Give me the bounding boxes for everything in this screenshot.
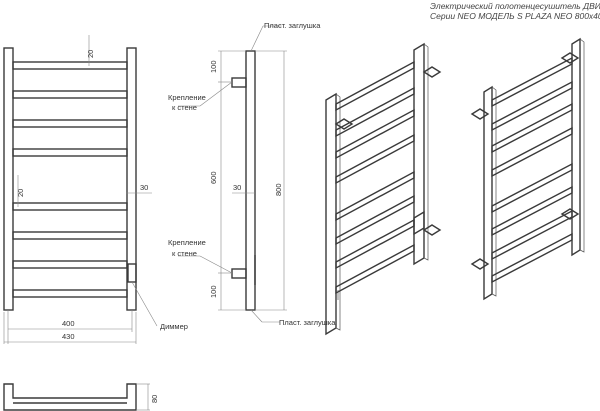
top-view: 80 xyxy=(3,383,159,411)
title-line-2: Серии NEO МОДЕЛЬ S PLAZA NEO 800х400 xyxy=(430,11,600,21)
front-right-rail xyxy=(126,47,137,311)
cap-bottom-label: Пласт. заглушка xyxy=(279,318,336,327)
dim-diameter-top: 20 xyxy=(86,50,95,58)
mount-bottom-label-2: к стене xyxy=(172,249,197,258)
mount-bottom-label-1: Крепление xyxy=(168,238,206,247)
front-left-rail xyxy=(3,47,14,311)
iso1-rungs xyxy=(335,60,415,295)
dim-width-400: 400 xyxy=(62,319,75,328)
dim-depth-80: 80 xyxy=(150,395,159,403)
dimmer-leader xyxy=(131,281,158,327)
side-rail xyxy=(245,50,256,311)
dimmer-label: Диммер xyxy=(160,322,188,331)
front-view: Диммер 20 20 30 400 430 xyxy=(3,35,188,344)
dim-height-600: 600 xyxy=(209,171,218,184)
iso1-left-rail xyxy=(325,92,337,336)
isometric-view-1 xyxy=(325,42,442,336)
mount-bracket-bottom xyxy=(231,268,247,279)
iso2-rungs xyxy=(491,56,573,284)
dim-width-430: 430 xyxy=(62,332,75,341)
dimmer-box xyxy=(127,263,137,283)
dim-depth-30: 30 xyxy=(233,183,241,192)
dim-side-30: 30 xyxy=(140,183,148,192)
dim-height-100-bottom: 100 xyxy=(209,285,218,298)
front-rungs xyxy=(12,61,128,298)
side-view: 100 600 100 30 800 Пласт. заглушка Пласт… xyxy=(168,21,336,327)
mount-bracket-top xyxy=(231,77,247,88)
title-line-1: Электрический полотенцесушитель ДВИН xyxy=(430,1,600,11)
dim-diameter-mid: 20 xyxy=(16,189,25,197)
dim-height-800: 800 xyxy=(274,183,283,196)
iso2-left-rail xyxy=(483,85,493,301)
mount-top-label-2: к стене xyxy=(172,103,197,112)
top-view-outline xyxy=(3,383,137,411)
iso2-right-rail xyxy=(571,37,581,257)
dim-height-100-top: 100 xyxy=(209,60,218,73)
mount-top-label-1: Крепление xyxy=(168,93,206,102)
isometric-view-2 xyxy=(470,37,585,301)
cap-top-label: Пласт. заглушка xyxy=(264,21,321,30)
